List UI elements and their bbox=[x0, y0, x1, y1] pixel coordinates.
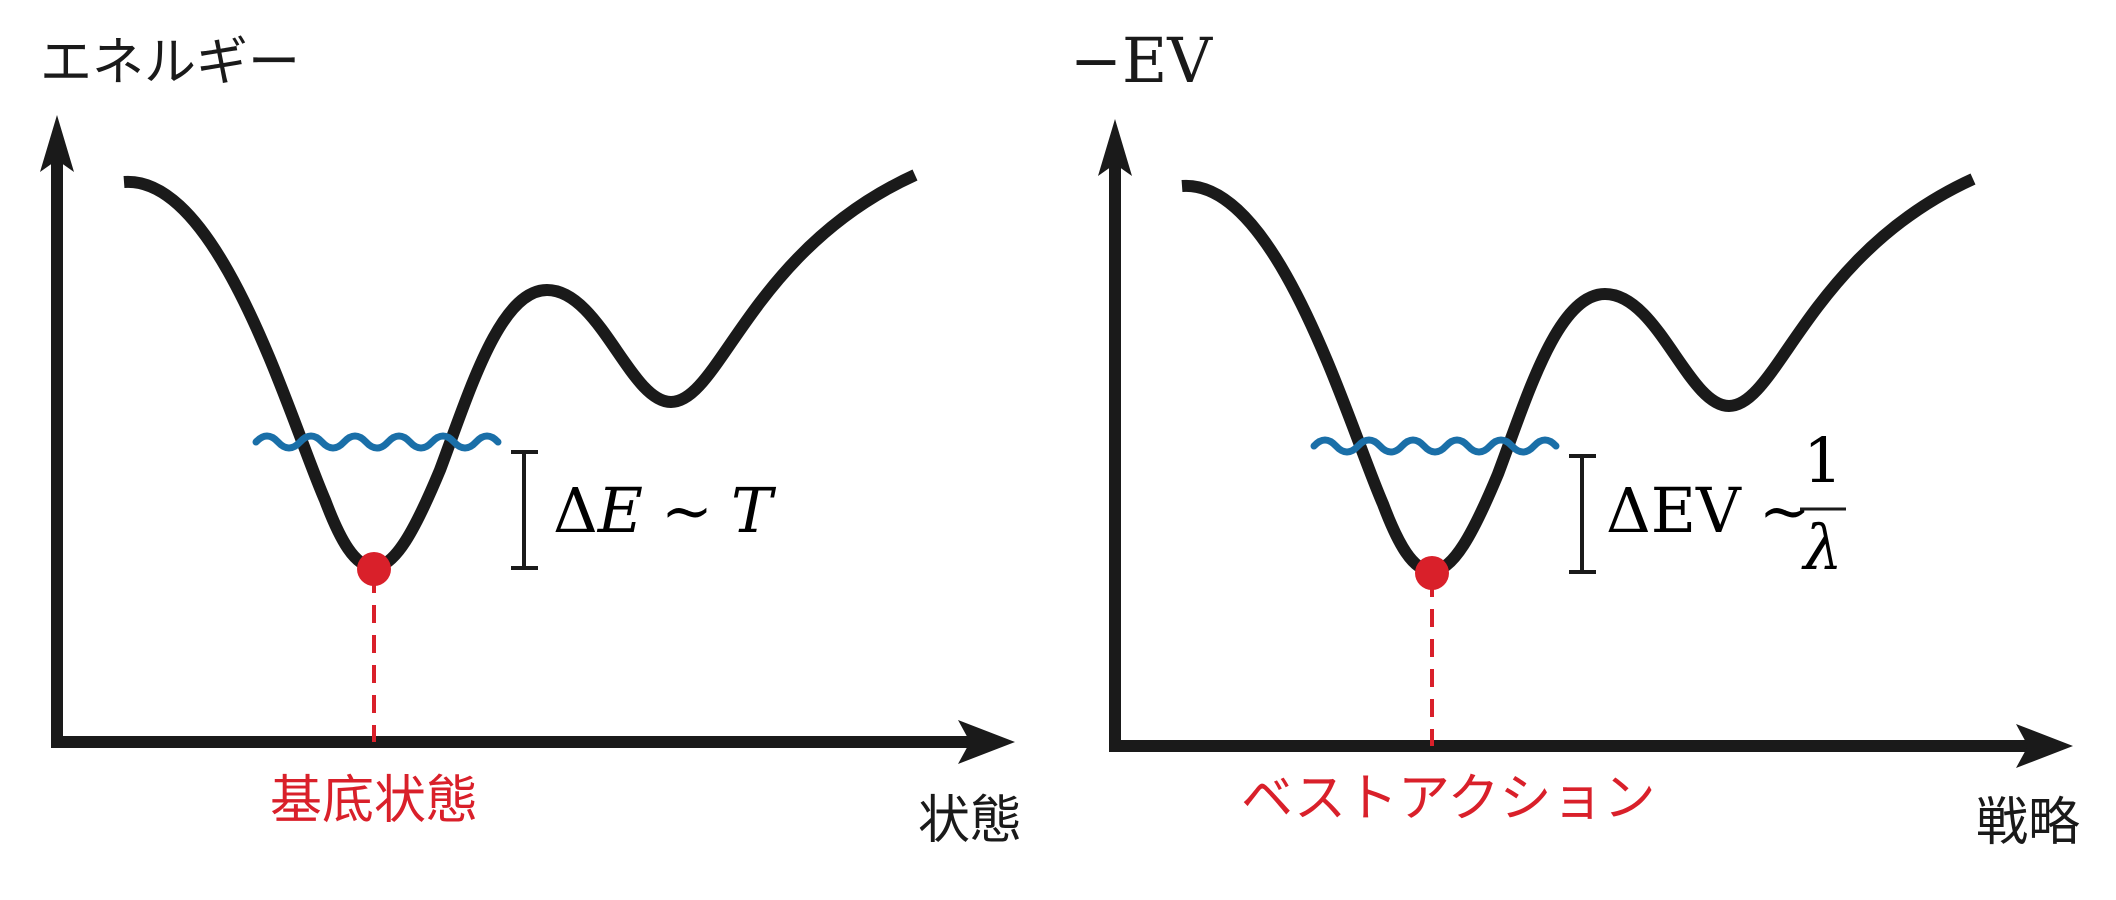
panel-energy: ΔE~T エネルギー 状態 基底状態 bbox=[40, 33, 1022, 851]
x-axis-label: 戦略 bbox=[1976, 793, 2080, 853]
thermal-fluctuation-wave bbox=[252, 432, 502, 452]
best-action-marker bbox=[1415, 556, 1449, 590]
panel-expected-value: ΔEV~ 1 λ −EV 戦略 ベストアクション bbox=[1070, 24, 2080, 853]
energy-gap-formula: ΔE~T bbox=[553, 474, 777, 547]
ev-landscape-curve bbox=[1181, 173, 1976, 578]
ev-gap-bracket bbox=[1569, 454, 1596, 574]
ground-state-marker bbox=[357, 552, 391, 586]
fraction-denominator: λ bbox=[1800, 511, 1842, 584]
energy-landscape-curve bbox=[123, 169, 918, 574]
y-axis-label: エネルギー bbox=[40, 33, 300, 93]
y-axis-label: −EV bbox=[1070, 24, 1213, 97]
fraction-numerator: 1 bbox=[1803, 424, 1842, 497]
ground-state-label: 基底状態 bbox=[270, 771, 478, 831]
ev-gap-formula: ΔEV~ bbox=[1606, 474, 1811, 547]
best-action-label: ベストアクション bbox=[1241, 769, 1655, 829]
fluctuation-wave bbox=[1310, 436, 1560, 456]
energy-gap-bracket bbox=[511, 450, 538, 570]
x-axis-label: 状態 bbox=[918, 791, 1022, 851]
